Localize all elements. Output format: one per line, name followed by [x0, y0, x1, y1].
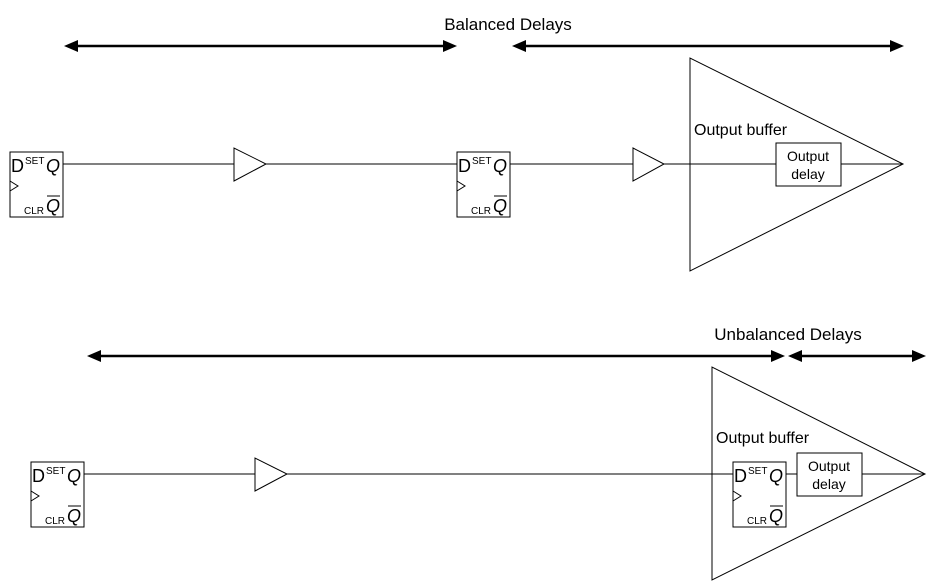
ff2-d-label: D — [458, 156, 471, 176]
ff2-clr-label: CLR — [471, 206, 491, 217]
unbalanced-left-span-arrow — [87, 350, 785, 362]
ff4-d-label: D — [734, 466, 747, 486]
ff3-d-label: D — [32, 466, 45, 486]
ff2-set-label: SET — [472, 156, 491, 167]
unbalanced-flipflop-2: D SET Q CLR Q — [732, 461, 787, 528]
ff4-clr-label: CLR — [747, 516, 767, 527]
unbalanced-output-delay-line2: delay — [812, 476, 845, 492]
ff2-qbar-label: Q — [493, 196, 507, 216]
ff1-clr-label: CLR — [24, 206, 44, 217]
balanced-output-delay-line2: delay — [791, 166, 824, 182]
balanced-buffer-2 — [632, 147, 666, 182]
balanced-output-buffer-label: Output buffer — [694, 122, 788, 139]
ff4-qbar-label: Q — [769, 506, 783, 526]
balanced-output-delay-line1: Output — [787, 148, 829, 164]
ff1-q-label: Q — [46, 156, 60, 176]
balanced-flipflop-2: D SET Q CLR Q — [456, 151, 511, 218]
ff3-clr-label: CLR — [45, 516, 65, 527]
unbalanced-output-delay-line1: Output — [808, 458, 850, 474]
unbalanced-buffer-1 — [254, 457, 289, 492]
balanced-right-span-arrow — [512, 40, 904, 52]
unbalanced-flipflop-1: D SET Q CLR Q — [30, 461, 85, 528]
unbalanced-title: Unbalanced Delays — [714, 325, 861, 344]
ff1-set-label: SET — [25, 156, 44, 167]
ff1-d-label: D — [11, 156, 24, 176]
balanced-title: Balanced Delays — [444, 15, 572, 34]
unbalanced-output-delay-box — [796, 452, 863, 497]
ff4-q-label: Q — [769, 466, 783, 486]
balanced-left-span-arrow — [64, 40, 457, 52]
balanced-output-delay-box — [775, 142, 842, 187]
ff3-q-label: Q — [67, 466, 81, 486]
ff2-q-label: Q — [493, 156, 507, 176]
unbalanced-right-span-arrow — [788, 350, 926, 362]
ff4-set-label: SET — [748, 466, 767, 477]
ff3-set-label: SET — [46, 466, 65, 477]
ff3-qbar-label: Q — [67, 506, 81, 526]
ff1-qbar-label: Q — [46, 196, 60, 216]
balanced-flipflop-1: D SET Q CLR Q — [9, 151, 64, 218]
balanced-buffer-1 — [233, 147, 268, 182]
unbalanced-output-buffer-label: Output buffer — [716, 430, 810, 447]
